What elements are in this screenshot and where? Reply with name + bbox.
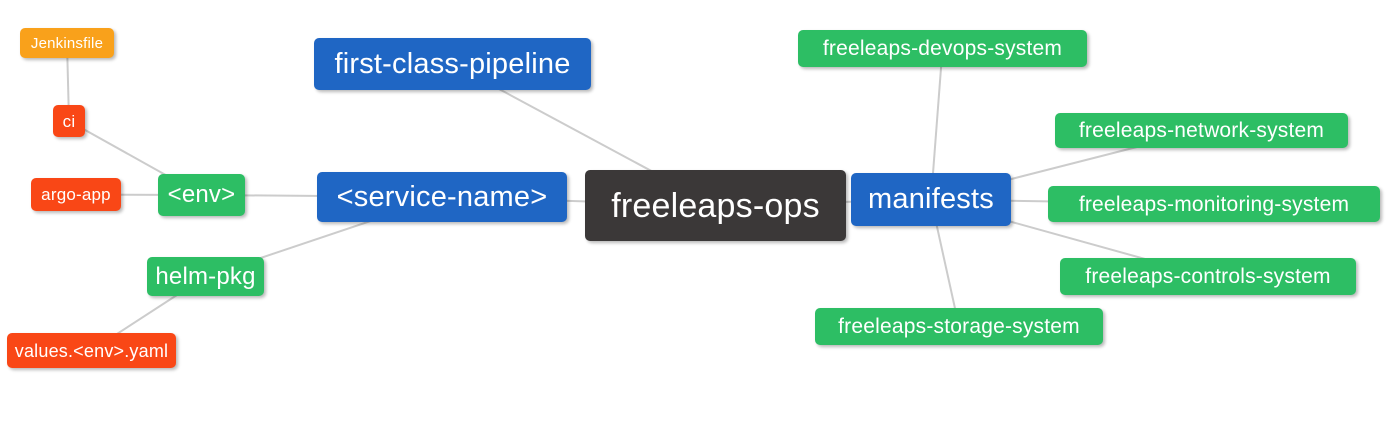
node-argo-app[interactable]: argo-app bbox=[31, 178, 121, 211]
node-freeleaps-devops-system[interactable]: freeleaps-devops-system bbox=[798, 30, 1087, 67]
node-manifests[interactable]: manifests bbox=[851, 173, 1011, 226]
node-freeleaps-ops[interactable]: freeleaps-ops bbox=[585, 170, 846, 241]
node-jenkinsfile[interactable]: Jenkinsfile bbox=[20, 28, 114, 58]
node-env[interactable]: <env> bbox=[158, 174, 245, 216]
node-values-env-yaml[interactable]: values.<env>.yaml bbox=[7, 333, 176, 368]
node-first-class-pipeline[interactable]: first-class-pipeline bbox=[314, 38, 591, 90]
node-freeleaps-controls-system[interactable]: freeleaps-controls-system bbox=[1060, 258, 1356, 295]
node-freeleaps-storage-system[interactable]: freeleaps-storage-system bbox=[815, 308, 1103, 345]
node-ci[interactable]: ci bbox=[53, 105, 85, 137]
node-freeleaps-monitoring-system[interactable]: freeleaps-monitoring-system bbox=[1048, 186, 1380, 222]
node-helm-pkg[interactable]: helm-pkg bbox=[147, 257, 264, 296]
node-service-name[interactable]: <service-name> bbox=[317, 172, 567, 222]
node-freeleaps-network-system[interactable]: freeleaps-network-system bbox=[1055, 113, 1348, 148]
